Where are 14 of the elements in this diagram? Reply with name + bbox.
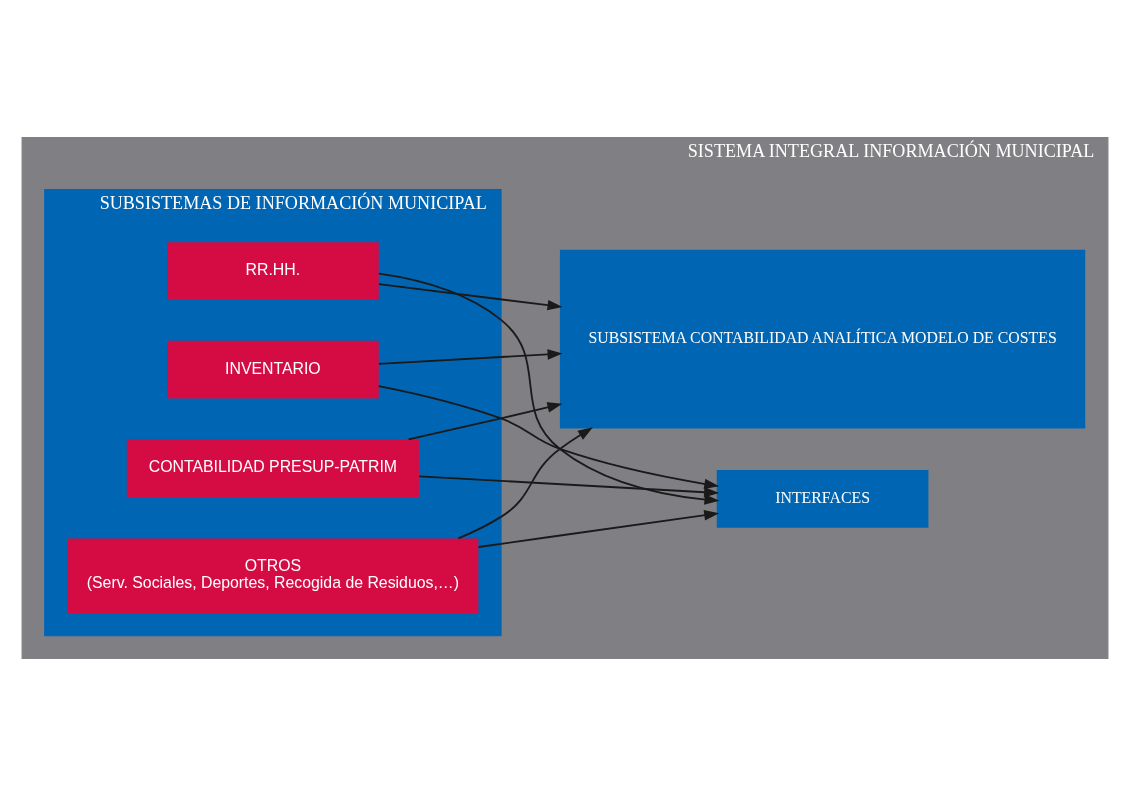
node-box: RR.HH. — [167, 242, 379, 301]
arrow — [378, 349, 563, 365]
node-box: INTERFACES — [716, 469, 929, 528]
arrow — [377, 385, 720, 490]
arrow — [407, 402, 563, 441]
arrow — [477, 510, 720, 548]
arrow — [418, 475, 720, 498]
node-box: SUBSISTEMA CONTABILIDAD ANALÍTICA MODELO DE COSTES — [559, 249, 1086, 429]
node-box: CONTABILIDAD PRESUP-PATRIM — [126, 439, 419, 498]
node-box: INVENTARIO — [167, 340, 379, 399]
node-box: OTROS (Serv. Sociales, Deportes, Recogida de Residuos,…) — [67, 538, 479, 614]
arrow — [457, 427, 593, 540]
arrow — [378, 272, 720, 505]
arrow — [378, 283, 563, 311]
